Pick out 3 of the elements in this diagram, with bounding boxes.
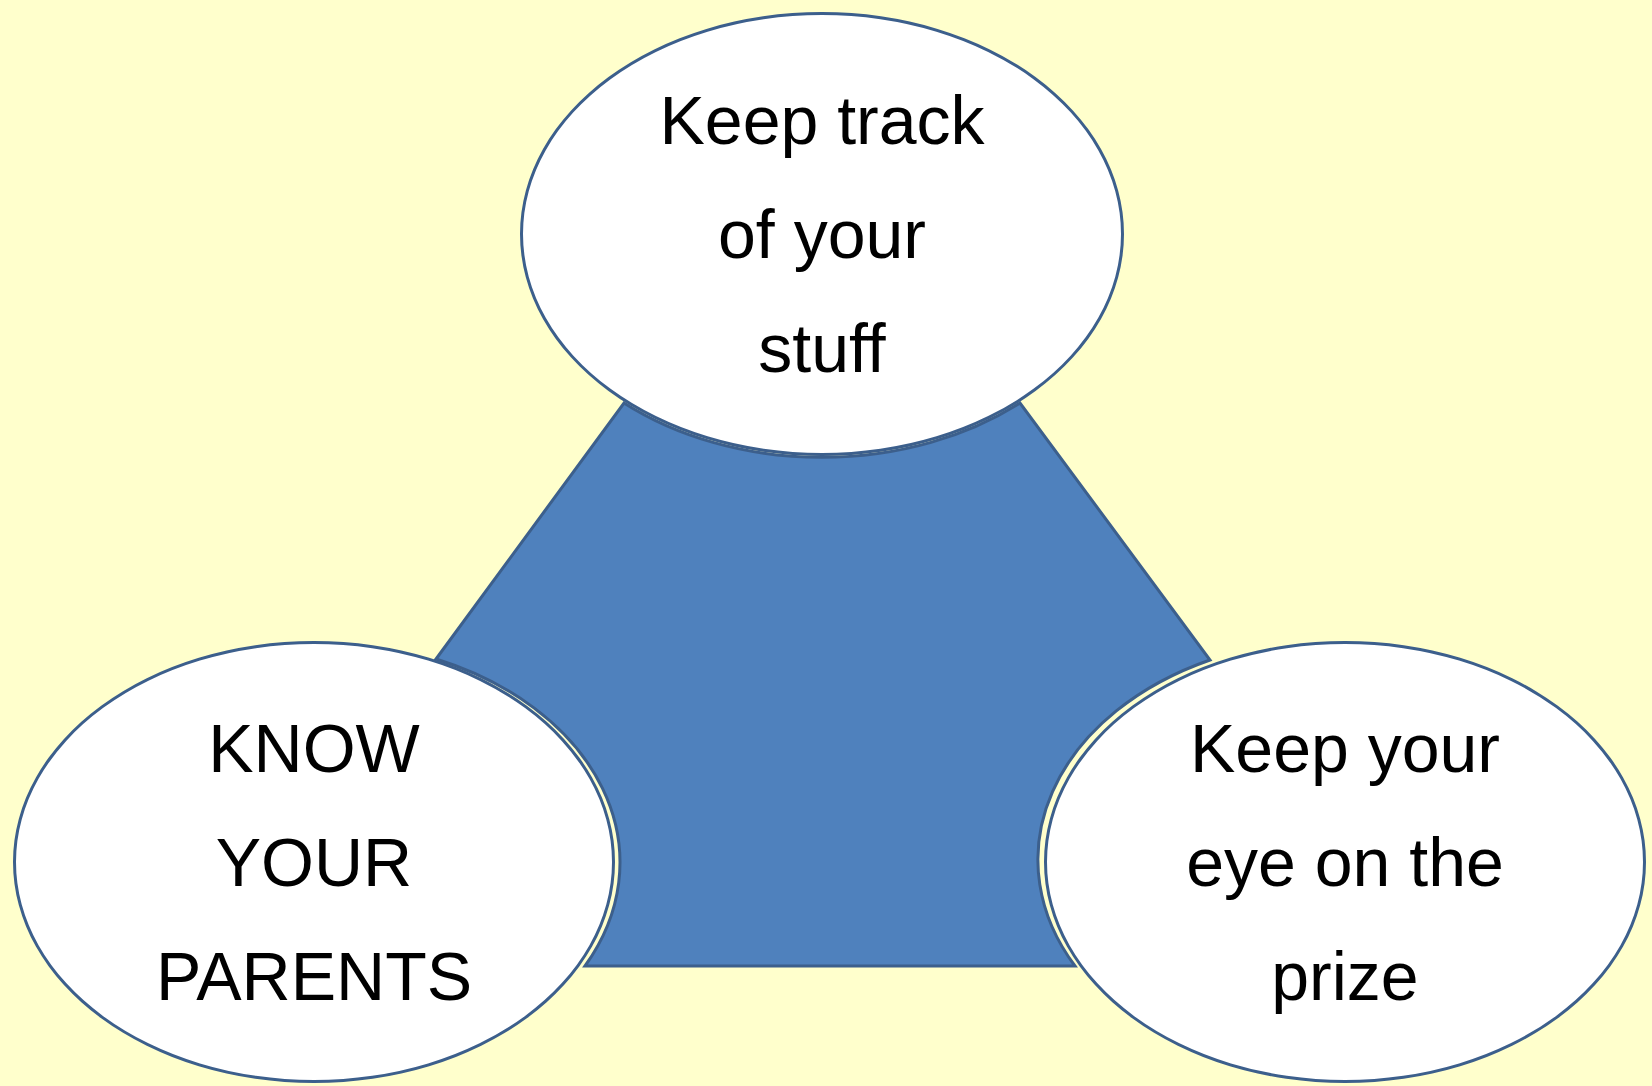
node-text: Keep track of your stuff <box>658 81 986 388</box>
node-text: Keep your eye on the prize <box>1185 709 1505 1016</box>
node-text: KNOW YOUR PARENTS <box>154 709 474 1016</box>
